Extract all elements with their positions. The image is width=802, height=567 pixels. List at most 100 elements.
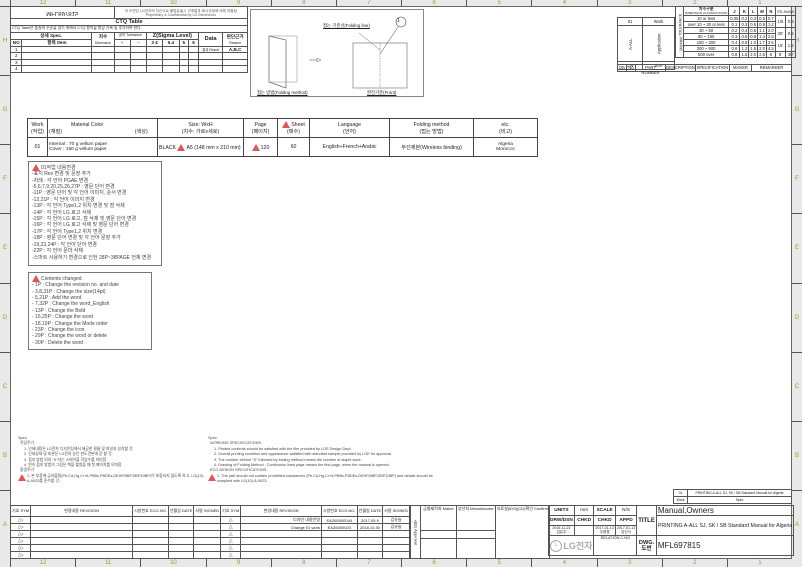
dwg-label-en: DWG.	[638, 539, 655, 546]
page-text: 120	[260, 144, 270, 151]
sigma-col: 5	[178, 38, 190, 47]
zone-label: G	[792, 75, 802, 144]
grade-header: M	[757, 6, 767, 16]
reason-ko: 판단근거	[226, 33, 244, 39]
lg-logo-text: LG전자	[563, 541, 593, 551]
tol-value: 2.0	[765, 27, 776, 34]
signed-header: 서명 SIGNED	[382, 505, 410, 517]
change-item: -19,23,24P : 각 언어 단어 변경	[32, 241, 97, 248]
signed-by: 김유슬	[382, 516, 410, 524]
revision-table: 기호 SYM 변경내용 REVISION 시방번호 ECO.NO. 년월일 DA…	[9, 505, 410, 559]
checked-name: 주현경	[599, 530, 610, 534]
zone-label: 11	[75, 559, 140, 567]
plus-header: +	[113, 38, 131, 47]
revision-text: 디자인 내용반영	[240, 516, 322, 524]
revision-warning-icon	[18, 473, 26, 481]
tol-value: 1.2	[765, 21, 776, 28]
header-ko: (비고)	[499, 128, 512, 135]
header-color: (색상)	[125, 118, 158, 138]
work-no: 01	[673, 489, 688, 497]
tol-value: 2.5	[757, 51, 767, 58]
zone-label: A	[792, 489, 802, 559]
sym-triangle-icon: △	[220, 537, 242, 545]
angle-header: 각도 ANGLE	[774, 6, 797, 16]
revision-warning-icon	[32, 164, 40, 171]
units-label: UNITS	[548, 505, 575, 516]
revision-warning-icon	[177, 143, 186, 151]
zone-label: E	[0, 213, 10, 282]
sym-triangle-icon: △2	[9, 523, 32, 531]
change-item: - 29P : Change the word or delete	[32, 333, 107, 340]
zone-label: 8	[270, 0, 336, 6]
eco-heading: 환경주기	[20, 468, 34, 473]
zone-label: 11	[75, 0, 140, 6]
header-en: Language	[337, 121, 362, 128]
header-en: Page	[254, 121, 267, 128]
title-label: TITLE	[636, 505, 657, 536]
folding-line-label: 접는 기준선(Folding line)	[323, 23, 370, 28]
spec-label: Spec	[687, 496, 792, 504]
zone-label: D	[0, 282, 10, 352]
tol-value: 2.0	[748, 51, 759, 58]
eco-header: 시방번호 ECO.NO.	[320, 505, 358, 517]
title-block: UNITS mm SCALE N/S TITLE Manual,Owners D…	[547, 505, 795, 556]
scale-value: N/S	[614, 505, 638, 516]
tolerance-header: 공차 Tolerance	[113, 31, 147, 40]
revision-row: △4 △	[9, 537, 410, 545]
notes-heading: WORKING SPECIFICATIONS	[210, 441, 261, 446]
sym-triangle-icon: △	[220, 551, 242, 559]
approved-label: APPD	[614, 515, 638, 526]
zone-label: 6	[401, 0, 466, 6]
tol-value: 0.7	[765, 15, 776, 22]
checked2-label: CHKD	[593, 515, 616, 526]
zone-label: 12	[10, 0, 75, 6]
header-ko: (접는 방법)	[419, 128, 444, 135]
front-label: 완전기준(Front)	[367, 90, 397, 95]
note-item: 4. Drawing of Folding Method : Continuou…	[214, 463, 390, 468]
header-work: Work(작업)	[27, 118, 48, 138]
reason-en: Reason	[229, 40, 241, 45]
size-text: A5 (148 mm x 210 mm)	[186, 144, 241, 151]
signed-header: 서명 SIGNED	[193, 505, 222, 517]
range-cell: 500 over	[682, 51, 730, 58]
zone-label: 9	[205, 559, 271, 567]
zone-label: A	[0, 489, 10, 559]
notes-spec-label: Spec.	[18, 436, 28, 440]
change-item: -14P : 각 언어 LG 로고 삭제	[32, 209, 92, 216]
cw-label: CW	[616, 61, 644, 70]
zone-label: G	[0, 75, 10, 144]
header-en: Size: WxH	[188, 121, 213, 128]
angle-value: 5'	[774, 51, 787, 58]
revision-text: Change 01 work	[240, 523, 322, 531]
approved-name: 김인식	[621, 530, 631, 534]
sym-triangle-icon: △	[220, 530, 242, 538]
scale-label: SCALE	[593, 505, 616, 516]
change-list-english: Contents changed - 1P : Change the revis…	[28, 272, 152, 350]
tol-value: 2.5	[765, 33, 776, 40]
note-item: 1. Printed contents should be satisfied …	[214, 446, 352, 451]
sym-triangle-icon: △4	[9, 537, 32, 545]
change-item: -12,21P : 각 언어 이미지 변경	[32, 196, 95, 203]
drawn-date: 2016-11-22	[552, 526, 571, 531]
tol-value: 1.6	[739, 51, 750, 58]
change-item: -16P : 각 언어 LG 로고 삭제 및 영문 단어 변경	[32, 222, 129, 229]
change-item: -표지 Rev 변경 및 문장 추가	[32, 171, 91, 178]
zone-label: 8	[270, 559, 336, 567]
title-value: Manual,Owners	[655, 505, 795, 516]
revision-warning-icon	[282, 121, 291, 128]
zone-label: H	[792, 6, 802, 75]
angle-value: 0.5	[785, 27, 797, 40]
header-ko: (매수)	[287, 129, 300, 135]
maker-cell: 금형제작처 Maker	[419, 505, 457, 531]
lg-logo: L LG전자	[547, 535, 594, 556]
change-item: -11P : 영문 단어 및 각 언어 이미지, 순서 변경	[32, 190, 127, 197]
checked-label: CHKD	[573, 515, 595, 526]
header-etc: etc.(비고)	[473, 118, 538, 138]
header-material: Material Color(재질)	[47, 118, 126, 138]
ctq-table: MFL697815 이 도면은 LG전자의 자산으로 불법유출시 관계법과 회사…	[9, 6, 249, 73]
lg-logo-icon: L	[550, 539, 562, 552]
revision-warning-icon	[208, 473, 216, 481]
